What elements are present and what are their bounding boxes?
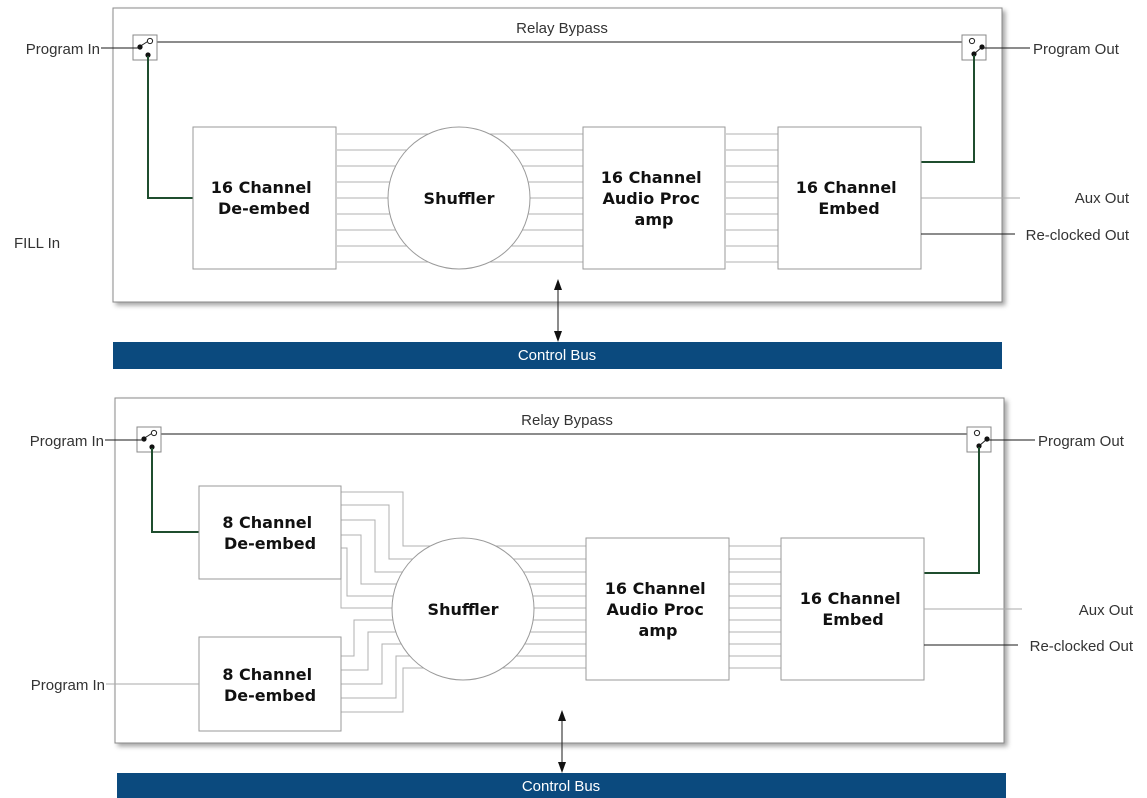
top-control-arrow [554, 279, 562, 342]
bottom-procamp-line3: amp [639, 621, 678, 640]
bottom-reclocked-out-label: Re-clocked Out [1030, 638, 1134, 655]
bottom-procamp-block [585, 537, 730, 681]
bottom-program-in-label: Program In [30, 433, 104, 450]
bottom-embed-line2: Embed [822, 610, 883, 629]
bottom-control-arrow [558, 710, 566, 773]
bottom-control-bus-label: Control Bus [522, 778, 600, 795]
top-control-bus [113, 342, 1002, 369]
bottom-program-in-2-label: Program In [31, 677, 105, 694]
bottom-shuffler [391, 537, 535, 681]
bottom-procamp-line2: Audio Proc [607, 600, 704, 619]
svg-text:16 Channel Audio Proc: 16 Channel Audio Proc amp [605, 579, 711, 640]
top-procamp-line1: 16 Channel [601, 168, 702, 187]
top-procamp-block [582, 126, 726, 270]
bottom-program-out-label: Program Out [1038, 433, 1125, 450]
bottom-channel-lines-c [729, 545, 781, 669]
top-relay-bypass-label: Relay Bypass [516, 20, 608, 37]
bottom-control-bus [117, 773, 1006, 798]
bottom-deembed-a-line1: 8 Channel [222, 513, 312, 532]
top-shuffler-label: Shuffler [424, 189, 495, 208]
bottom-relay-bypass-label: Relay Bypass [521, 412, 613, 429]
top-diagram: Relay Bypass Program In Program Out [14, 7, 1130, 369]
top-control-bus-label: Control Bus [518, 347, 596, 364]
top-embed-line1: 16 Channel [796, 178, 897, 197]
top-procamp-line3: amp [635, 210, 674, 229]
bottom-embed-line1: 16 Channel [800, 589, 901, 608]
bottom-aux-out-label: Aux Out [1079, 602, 1134, 619]
bottom-relay-switch-left [136, 426, 162, 453]
bottom-diagram: Relay Bypass Program In Program Out [30, 397, 1134, 798]
svg-text:16 Channel De-embed: 16 Channel De-embed [211, 178, 317, 218]
svg-text:8 Channel De-embed: 8 Channel De-embed [222, 665, 317, 705]
top-program-out-label: Program Out [1033, 41, 1120, 58]
svg-text:16 Channel Embed: 16 Channel Embed [796, 178, 902, 218]
top-fill-in-label: FILL In [14, 235, 60, 252]
bottom-deembed-block-a [198, 485, 342, 580]
bottom-deembed-b-line1: 8 Channel [222, 665, 312, 684]
top-deembed-line1: 16 Channel [211, 178, 312, 197]
top-deembed-block [192, 126, 337, 270]
top-program-in-label: Program In [26, 41, 100, 58]
svg-text:16 Channel Audio Proc: 16 Channel Audio Proc amp [601, 168, 707, 229]
bottom-procamp-line1: 16 Channel [605, 579, 706, 598]
bottom-embed-block [780, 537, 925, 681]
top-embed-line2: Embed [818, 199, 879, 218]
top-embed-block [777, 126, 922, 270]
svg-text:8 Channel De-embed: 8 Channel De-embed [222, 513, 317, 553]
bottom-deembed-a-line2: De-embed [224, 534, 316, 553]
top-procamp-line2: Audio Proc [603, 189, 700, 208]
bottom-shuffler-label: Shuffler [428, 600, 499, 619]
svg-text:16 Channel Embed: 16 Channel Embed [800, 589, 906, 629]
bottom-deembed-block-b [198, 636, 342, 732]
top-aux-out-label: Aux Out [1075, 190, 1130, 207]
top-shuffler [387, 126, 531, 270]
top-reclocked-out-label: Re-clocked Out [1026, 227, 1130, 244]
bottom-deembed-b-line2: De-embed [224, 686, 316, 705]
top-channel-lines-b [726, 133, 778, 263]
top-deembed-line2: De-embed [218, 199, 310, 218]
